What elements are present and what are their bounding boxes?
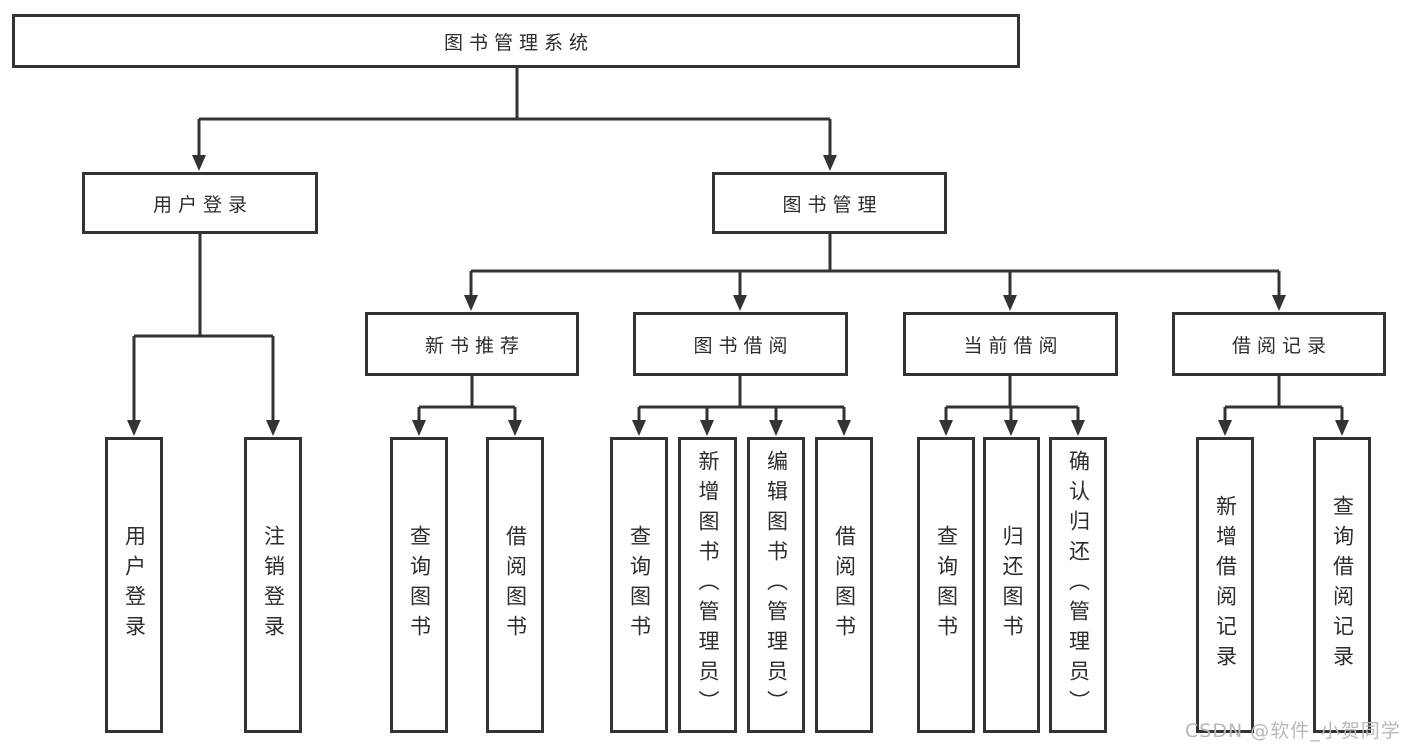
node-new-book-recommendation: 新书推荐 — [365, 312, 579, 376]
leaf-logout-label: 注销登录 — [261, 525, 286, 645]
leaf-return-book: 归还图书 — [983, 437, 1040, 733]
leaf-confirm-return-admin-label: 确认归还（管理员） — [1066, 450, 1091, 720]
node-user-login: 用户登录 — [82, 172, 318, 234]
connector-current-borrow-to-leaves — [939, 376, 1085, 436]
leaf-query-books-recommendation: 查询图书 — [390, 437, 448, 733]
leaf-query-borrow-record-label: 查询借阅记录 — [1330, 495, 1355, 675]
leaf-user-login: 用户登录 — [105, 437, 163, 733]
leaf-borrow-books: 借阅图书 — [815, 437, 873, 733]
connector-book-mgmt-to-level3 — [464, 234, 1286, 311]
leaf-borrow-books-recommendation-label: 借阅图书 — [503, 525, 528, 645]
connector-borrow-records-to-leaves — [1218, 376, 1349, 436]
leaf-query-books-borrowing: 查询图书 — [610, 437, 668, 733]
node-current-borrowing-label: 当前借阅 — [963, 334, 1064, 357]
leaf-add-borrow-record: 新增借阅记录 — [1196, 437, 1254, 733]
leaf-edit-book-admin: 编辑图书（管理员） — [747, 437, 805, 733]
connector-book-borrow-to-leaves — [632, 376, 851, 436]
connector-new-book-rec-to-leaves — [412, 376, 522, 436]
leaf-confirm-return-admin: 确认归还（管理员） — [1049, 437, 1107, 733]
leaf-add-book-admin: 新增图书（管理员） — [678, 437, 737, 733]
leaf-query-books-current: 查询图书 — [917, 437, 975, 733]
node-root-system: 图书管理系统 — [12, 14, 1020, 68]
leaf-add-book-admin-label: 新增图书（管理员） — [696, 450, 720, 720]
leaf-edit-book-admin-label: 编辑图书（管理员） — [764, 450, 789, 720]
leaf-logout: 注销登录 — [244, 437, 302, 733]
node-root-label: 图书管理系统 — [443, 31, 594, 54]
node-user-login-label: 用户登录 — [152, 193, 253, 216]
csdn-watermark: CSDN @软件_小贺同学 — [1185, 720, 1401, 742]
leaf-borrow-books-recommendation: 借阅图书 — [486, 437, 544, 733]
node-borrowing-records-label: 借阅记录 — [1231, 334, 1332, 357]
connector-user-login-to-leaves — [127, 234, 280, 436]
node-book-borrowing-label: 图书借阅 — [693, 334, 794, 357]
leaf-query-borrow-record: 查询借阅记录 — [1313, 437, 1371, 733]
leaf-query-books-current-label: 查询图书 — [934, 525, 959, 645]
node-new-book-recommendation-label: 新书推荐 — [424, 334, 525, 357]
leaf-borrow-books-label: 借阅图书 — [832, 525, 857, 645]
leaf-query-books-borrowing-label: 查询图书 — [627, 525, 652, 645]
node-book-borrowing: 图书借阅 — [633, 312, 848, 376]
leaf-add-borrow-record-label: 新增借阅记录 — [1213, 495, 1238, 675]
leaf-query-books-recommendation-label: 查询图书 — [407, 525, 432, 645]
node-borrowing-records: 借阅记录 — [1172, 312, 1386, 376]
node-book-management-label: 图书管理 — [782, 193, 883, 216]
leaf-return-book-label: 归还图书 — [1000, 525, 1024, 645]
leaf-user-login-label: 用户登录 — [122, 525, 147, 645]
node-current-borrowing: 当前借阅 — [903, 312, 1118, 376]
connector-root-to-level2 — [192, 68, 837, 171]
node-book-management: 图书管理 — [712, 172, 947, 234]
